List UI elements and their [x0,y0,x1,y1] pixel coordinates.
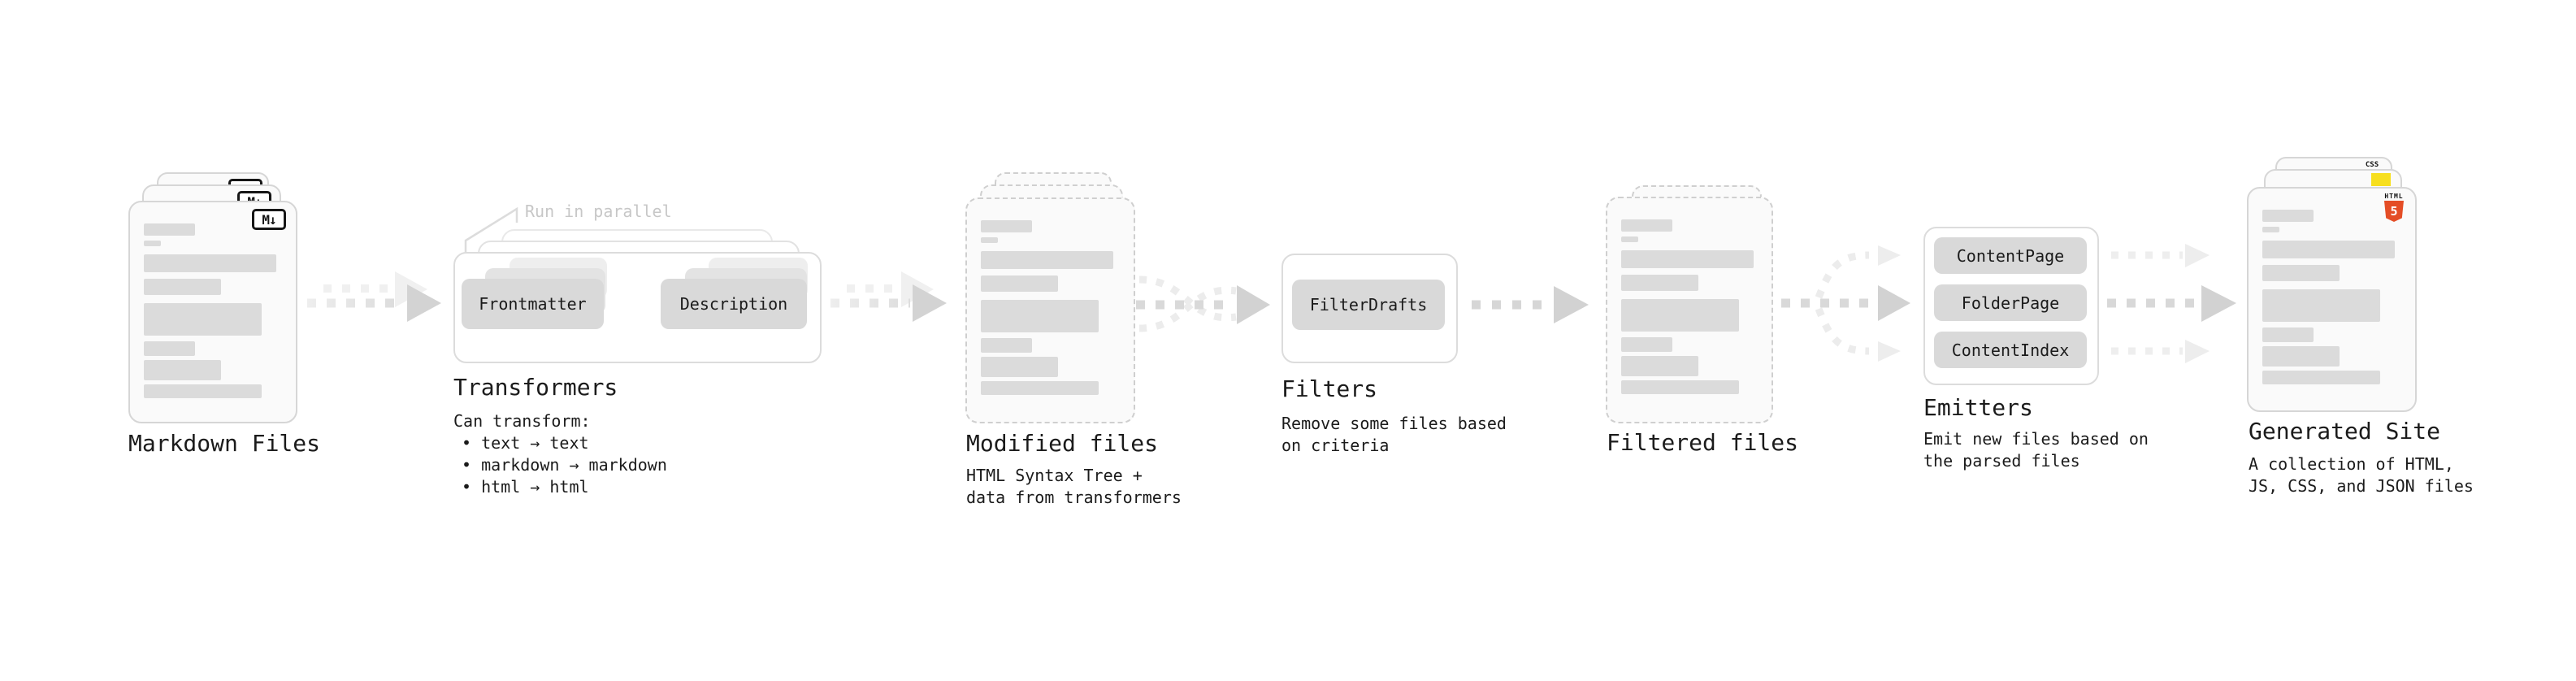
transformers-label: Transformers [453,374,618,401]
text-line-bar [1621,299,1739,332]
transform-type-item: • text → text [462,433,589,453]
html5-icon: HTML 5 [2382,193,2406,222]
text-line-bar [144,341,195,356]
arrow-emitters-to-generated [2107,244,2236,363]
text-line-bar [1621,250,1754,268]
frontmatter-chip: Frontmatter [462,279,604,329]
markdown-file-card-front: M↓ [128,201,297,423]
filterdrafts-chip: FilterDrafts [1292,280,1445,330]
text-line-bar [1621,380,1739,394]
generated-site-label: Generated Site [2249,418,2441,445]
text-line-bar [2262,241,2395,258]
text-line-bar [1621,275,1698,291]
text-line-bar [981,357,1058,377]
html5-icon-word: HTML [2384,193,2404,200]
text-line-bar [144,254,276,272]
text-line-bar [1621,236,1638,242]
description-line: JS, CSS, and JSON files [2249,476,2474,496]
arrow-filtered-to-emitters-split [1781,245,1910,362]
text-line-bar [981,237,998,243]
description-line: HTML Syntax Tree + [966,466,1143,485]
emitters-label: Emitters [1923,394,2033,421]
description-line: Remove some files based [1281,414,1507,433]
emitters-description: Emit new files based on the parsed files [1923,428,2149,472]
can-transform-title: Can transform: [453,411,591,431]
run-in-parallel-note: Run in parallel [525,202,672,221]
javascript-icon [2371,173,2391,186]
text-line-bar [144,303,262,336]
text-line-bar [981,251,1113,269]
description-line: Emit new files based on [1923,429,2149,449]
text-line-bar [1621,356,1698,376]
transform-type-item: • html → html [462,477,589,497]
description-line: the parsed files [1923,451,2080,471]
description-line: A collection of HTML, [2249,454,2454,474]
html5-icon-number: 5 [2390,203,2398,219]
filtered-files-label: Filtered files [1607,429,1799,456]
description-line: data from transformers [966,488,1182,507]
text-line-bar [144,360,221,380]
text-line-bar [2262,371,2380,384]
text-line-bar [981,220,1032,232]
text-line-bar [2262,210,2314,222]
modified-file-card-front [965,197,1135,423]
markdown-icon: M↓ [252,209,286,230]
generated-site-description: A collection of HTML, JS, CSS, and JSON … [2249,453,2474,497]
text-line-bar [2262,265,2340,281]
filters-description: Remove some files based on criteria [1281,413,1507,457]
arrow-filters-to-filtered [1472,286,1589,323]
generated-file-card-front: HTML 5 [2247,187,2417,412]
arrow-markdown-to-transformers [307,271,441,322]
text-line-bar [2262,289,2380,322]
filtered-file-card-front [1606,197,1773,423]
text-line-bar [981,381,1099,395]
text-line-bar [981,275,1058,292]
text-line-bar [144,279,221,295]
transformers-description: Can transform: • text → text • markdown … [453,410,667,498]
transform-types-list: • text → text • markdown → markdown • ht… [453,432,667,498]
contentpage-chip: ContentPage [1934,237,2087,274]
transform-type-item: • markdown → markdown [462,455,667,475]
text-line-bar [1621,337,1672,352]
text-line-bar [144,241,161,246]
folderpage-chip: FolderPage [1934,284,2087,321]
contentindex-chip: ContentIndex [1934,332,2087,368]
text-line-bar [981,300,1099,332]
text-line-bar [1621,219,1672,232]
text-line-bar [981,338,1032,353]
text-line-bar [2262,346,2340,367]
markdown-files-label: Markdown Files [128,430,321,457]
text-line-bar [144,384,262,398]
description-line: on criteria [1281,436,1390,455]
text-line-bar [2262,327,2314,342]
filters-label: Filters [1281,375,1378,402]
arrow-transformers-to-modified [830,271,947,322]
text-line-bar [144,223,195,236]
arrow-modified-to-filters-merge [1136,275,1270,332]
description-chip: Description [661,279,807,329]
modified-files-label: Modified files [966,430,1159,457]
text-line-bar [2262,227,2279,232]
html5-icon-shield: 5 [2384,201,2404,222]
modified-files-description: HTML Syntax Tree + data from transformer… [966,465,1182,509]
